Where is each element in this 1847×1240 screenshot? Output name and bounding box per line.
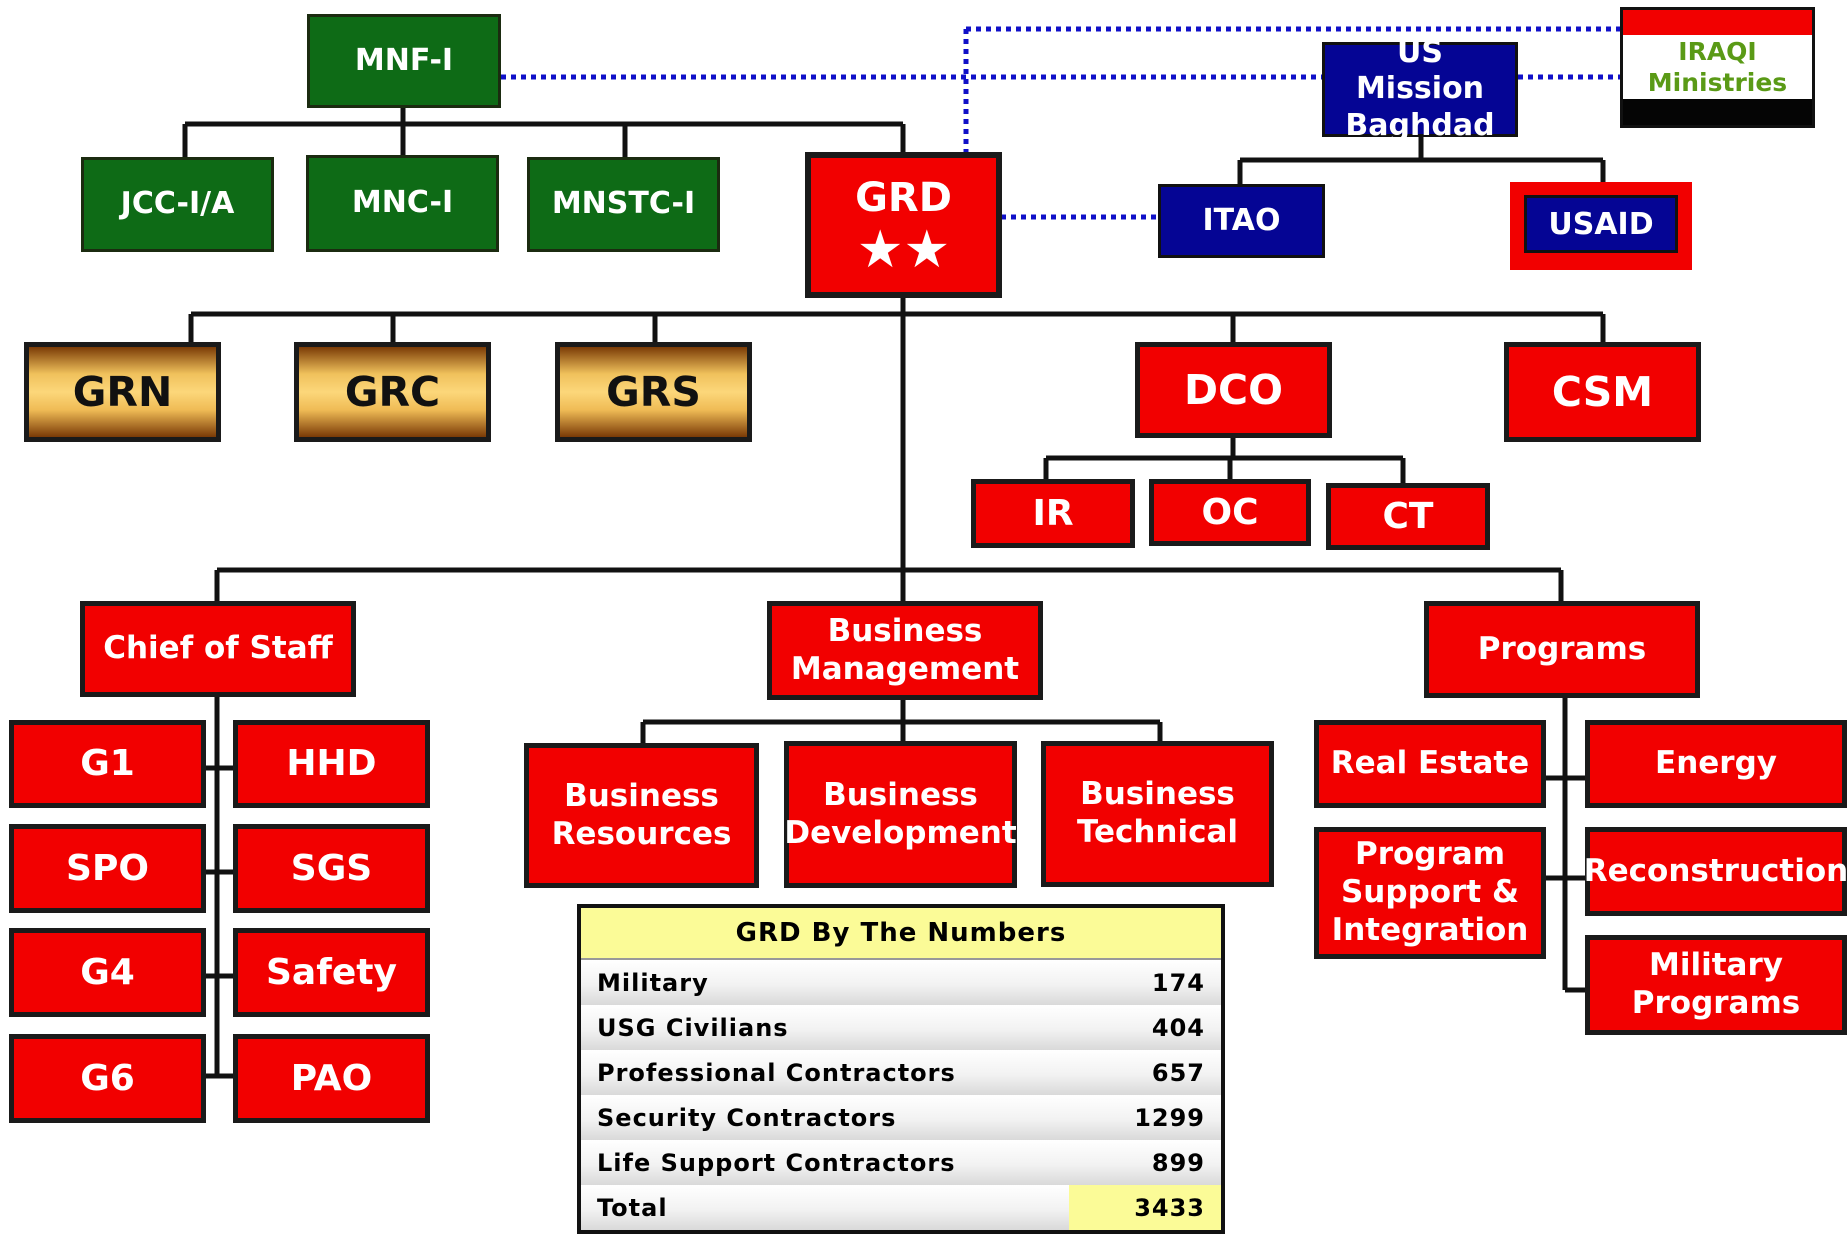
itao-box[interactable]: ITAO [1158, 184, 1325, 258]
hhd-box[interactable]: HHD [233, 720, 430, 808]
mnf-i-box[interactable]: MNF-I [307, 14, 501, 108]
real-estate-box[interactable]: Real Estate [1314, 720, 1546, 808]
table-row: Military 174 [579, 959, 1223, 1005]
ir-box[interactable]: IR [971, 479, 1135, 548]
dco-box[interactable]: DCO [1135, 342, 1332, 438]
usaid-box[interactable]: USAID [1524, 195, 1678, 253]
grd-label: GRD [855, 174, 952, 221]
flag-black-stripe [1623, 99, 1812, 125]
mnc-box[interactable]: MNC-I [306, 155, 499, 252]
ct-box[interactable]: CT [1326, 483, 1490, 550]
row-label: Military [579, 959, 1069, 1005]
iraqi-ministries-label: IRAQI Ministries [1647, 36, 1788, 97]
row-value: 657 [1069, 1050, 1223, 1095]
oc-box[interactable]: OC [1149, 479, 1311, 546]
row-value: 404 [1069, 1005, 1223, 1050]
grs-box[interactable]: GRS [555, 342, 752, 442]
row-label: Life Support Contractors [579, 1140, 1069, 1185]
total-row: Total 3433 [579, 1185, 1223, 1232]
total-label: Total [579, 1185, 1069, 1232]
usaid-frame: USAID [1510, 182, 1692, 270]
table-title: GRD By The Numbers [579, 906, 1223, 960]
row-label: Professional Contractors [579, 1050, 1069, 1095]
jcc-box[interactable]: JCC-I/A [81, 157, 274, 252]
g6-box[interactable]: G6 [9, 1034, 206, 1123]
program-support-integration-box[interactable]: Program Support & Integration [1314, 827, 1546, 959]
row-value: 899 [1069, 1140, 1223, 1185]
row-label: USG Civilians [579, 1005, 1069, 1050]
grn-box[interactable]: GRN [24, 342, 221, 442]
business-management-box[interactable]: Business Management [767, 601, 1043, 700]
spo-box[interactable]: SPO [9, 824, 206, 913]
energy-box[interactable]: Energy [1585, 720, 1847, 808]
grd-box[interactable]: GRD ★★ [805, 152, 1002, 298]
row-label: Security Contractors [579, 1095, 1069, 1140]
two-star-icon: ★★ [856, 220, 951, 281]
g1-box[interactable]: G1 [9, 720, 206, 808]
row-value: 1299 [1069, 1095, 1223, 1140]
grd-numbers-table: GRD By The Numbers Military 174 USG Civi… [577, 904, 1225, 1234]
table-row: Life Support Contractors 899 [579, 1140, 1223, 1185]
row-value: 174 [1069, 959, 1223, 1005]
g4-box[interactable]: G4 [9, 928, 206, 1017]
grc-box[interactable]: GRC [294, 342, 491, 442]
csm-box[interactable]: CSM [1504, 342, 1701, 442]
business-technical-box[interactable]: Business Technical [1041, 741, 1274, 887]
chief-of-staff-box[interactable]: Chief of Staff [80, 601, 356, 697]
business-development-box[interactable]: Business Development [784, 741, 1017, 888]
iraqi-flag: IRAQI Ministries [1620, 7, 1815, 128]
table-row: Security Contractors 1299 [579, 1095, 1223, 1140]
military-programs-box[interactable]: Military Programs [1585, 935, 1847, 1035]
pao-box[interactable]: PAO [233, 1034, 430, 1123]
programs-box[interactable]: Programs [1424, 601, 1700, 698]
table-row: Professional Contractors 657 [579, 1050, 1223, 1095]
sgs-box[interactable]: SGS [233, 824, 430, 913]
mnstc-box[interactable]: MNSTC-I [527, 157, 720, 252]
reconstruction-box[interactable]: Reconstruction [1584, 827, 1847, 916]
safety-box[interactable]: Safety [233, 928, 430, 1017]
table-row: USG Civilians 404 [579, 1005, 1223, 1050]
us-mission-box[interactable]: US Mission Baghdad [1322, 35, 1518, 143]
total-value: 3433 [1069, 1185, 1223, 1232]
flag-red-stripe [1623, 10, 1812, 35]
business-resources-box[interactable]: Business Resources [524, 743, 759, 888]
